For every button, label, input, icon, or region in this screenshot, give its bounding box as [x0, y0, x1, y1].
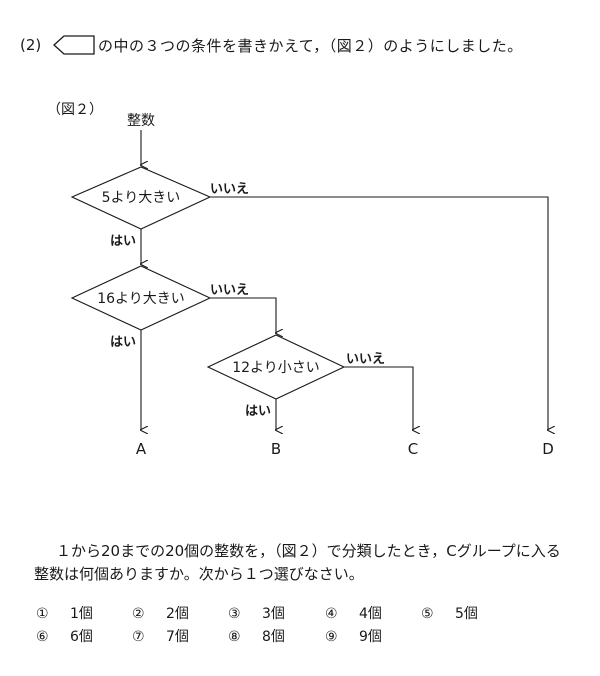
- choice-8[interactable]: ⑧ 8個: [228, 626, 285, 646]
- sub-question: １から20までの20個の整数を，（図２）で分類したとき，Cグループに入る 整数は…: [34, 540, 590, 586]
- diamond-symbol-icon: [53, 35, 95, 55]
- yes-label-3: はい: [245, 404, 271, 419]
- condition-text-1: 5より大きい: [102, 190, 181, 206]
- choice-mark: ⑤: [421, 606, 434, 622]
- condition-text-2: 16より大きい: [97, 291, 185, 307]
- choice-3[interactable]: ③ 3個: [228, 603, 285, 623]
- choice-6[interactable]: ⑥ 6個: [36, 626, 93, 646]
- no-arrow-3: [344, 366, 413, 430]
- no-label-3: いいえ: [346, 352, 385, 367]
- choice-mark: ⑦: [132, 629, 145, 645]
- no-arrow-2: [210, 297, 276, 333]
- choice-label: 5個: [455, 606, 478, 622]
- start-label: 整数: [127, 113, 155, 129]
- choice-9[interactable]: ⑨ 9個: [325, 626, 382, 646]
- choice-label: 9個: [359, 629, 382, 645]
- choice-mark: ④: [325, 606, 338, 622]
- choice-mark: ⑧: [228, 629, 241, 645]
- output-c: C: [408, 440, 418, 458]
- choice-label: 2個: [166, 606, 189, 622]
- choice-5[interactable]: ⑤ 5個: [421, 603, 478, 623]
- choice-label: 6個: [70, 629, 93, 645]
- question-intro-text: の中の３つの条件を書きかえて，（図２）のようにしました。: [98, 37, 523, 55]
- choice-mark: ⑥: [36, 629, 49, 645]
- yes-label-2: はい: [110, 335, 136, 350]
- sub-question-line-1: １から20までの20個の整数を，（図２）で分類したとき，Cグループに入る: [56, 542, 561, 560]
- output-b: B: [271, 440, 281, 458]
- choice-4[interactable]: ④ 4個: [325, 603, 382, 623]
- figure-label: （図２）: [47, 102, 103, 118]
- no-arrow-1: [210, 196, 548, 430]
- choice-label: 7個: [166, 629, 189, 645]
- choice-mark: ⑨: [325, 629, 338, 645]
- choice-1[interactable]: ① 1個: [36, 603, 93, 623]
- choice-mark: ②: [132, 606, 145, 622]
- no-label-2: いいえ: [210, 283, 249, 298]
- choice-mark: ①: [36, 606, 49, 622]
- choice-mark: ③: [228, 606, 241, 622]
- question-number: (2): [20, 36, 42, 54]
- output-a: A: [136, 440, 147, 458]
- choice-7[interactable]: ⑦ 7個: [132, 626, 189, 646]
- choice-2[interactable]: ② 2個: [132, 603, 189, 623]
- choice-label: 4個: [359, 606, 382, 622]
- choice-label: 8個: [262, 629, 285, 645]
- condition-text-3: 12より小さい: [232, 360, 320, 376]
- output-d: D: [542, 440, 554, 458]
- yes-label-1: はい: [110, 234, 136, 249]
- sub-question-line-2: 整数は何個ありますか。次から１つ選びなさい。: [34, 565, 364, 583]
- choice-label: 3個: [262, 606, 285, 622]
- choice-label: 1個: [70, 606, 93, 622]
- no-label-1: いいえ: [210, 182, 249, 197]
